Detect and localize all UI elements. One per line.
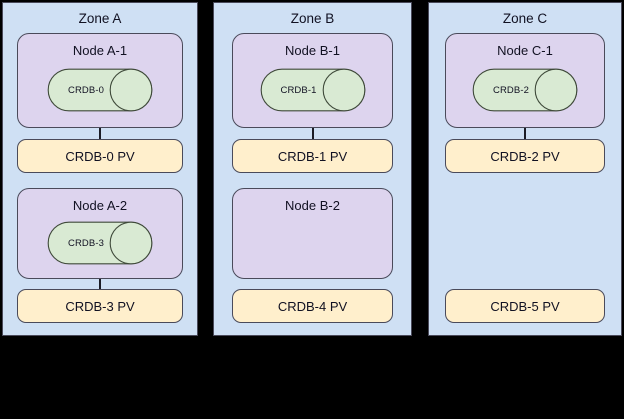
node-label-a-1: Node A-1 [72,43,128,58]
zone-panel-b: Zone B Node B-1 CRDB-1 CRDB-1 PV Node B-… [213,2,412,336]
zone-panel-a: Zone A Node A-1 CRDB-0 CRDB-0 PV Node A-… [2,2,198,336]
node-box-b-1: Node B-1 CRDB-1 [232,33,393,128]
crdb-pod-b-1: CRDB-1 [260,68,366,112]
crdb-pod-label-a-1: CRDB-0 [68,84,104,96]
connector-a-2 [99,279,101,289]
node-box-a-1: Node A-1 CRDB-0 [17,33,183,128]
node-box-a-2: Node A-2 CRDB-3 [17,188,183,279]
zone-panel-c: Zone C Node C-1 CRDB-2 CRDB-2 PV CRDB-5 … [428,2,622,336]
crdb-pod-label-c-1: CRDB-2 [493,84,529,96]
pv-box-crdb-1: CRDB-1 PV [232,139,393,173]
pv-box-crdb-4: CRDB-4 PV [232,289,393,323]
node-label-c-1: Node C-1 [497,43,553,58]
crdb-pod-a-1: CRDB-0 [47,68,153,112]
crdb-pod-c-1: CRDB-2 [472,68,578,112]
pv-box-crdb-5: CRDB-5 PV [445,289,605,323]
zone-title-c: Zone C [502,11,548,26]
crdb-pod-a-2: CRDB-3 [47,221,153,265]
zone-title-b: Zone B [290,11,335,26]
connector-c-1 [524,128,526,139]
node-label-b-2: Node B-2 [285,198,340,213]
zone-title-a: Zone A [78,11,122,26]
pv-box-crdb-3: CRDB-3 PV [17,289,183,323]
crdb-pod-label-a-2: CRDB-3 [68,237,104,249]
pv-box-crdb-0: CRDB-0 PV [17,139,183,173]
crdb-pod-label-b-1: CRDB-1 [280,84,317,96]
node-label-a-2: Node A-2 [72,198,128,213]
node-label-b-1: Node B-1 [285,43,340,58]
node-box-c-1: Node C-1 CRDB-2 [445,33,605,128]
connector-b-1 [311,128,314,139]
node-box-b-2: Node B-2 [232,188,393,279]
connector-a-1 [99,128,101,139]
pv-box-crdb-2: CRDB-2 PV [445,139,605,173]
